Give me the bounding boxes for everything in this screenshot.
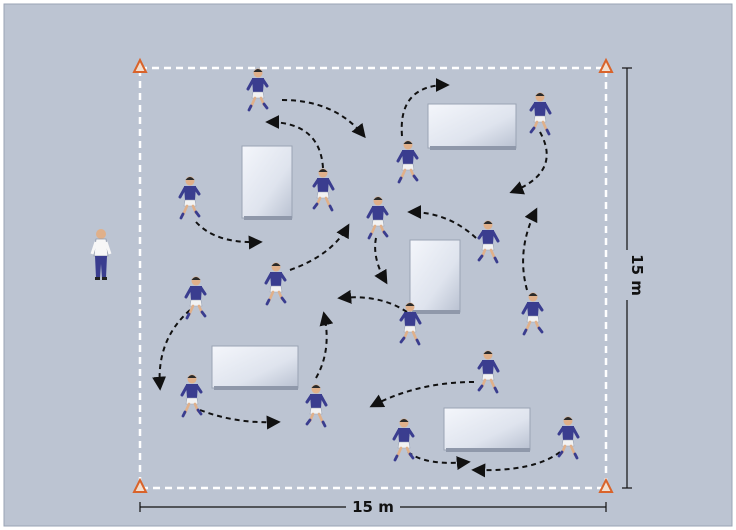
field-background <box>4 4 732 526</box>
player-icon <box>477 350 500 394</box>
movement-arrow-icon <box>407 205 477 239</box>
movement-arrow-icon <box>509 131 548 195</box>
player-icon <box>529 92 552 136</box>
player-icon <box>557 416 580 460</box>
player-icon <box>178 176 201 220</box>
movement-arrow-icon <box>199 409 281 430</box>
movement-arrow-icon <box>265 115 324 169</box>
movement-arrow-icon <box>400 78 450 137</box>
width-dimension: 15 m <box>139 498 607 516</box>
player-icon <box>477 220 500 264</box>
player-icon <box>180 374 203 418</box>
player-icon <box>264 262 287 306</box>
tackle-shield-icon <box>427 103 517 150</box>
coach-icon <box>90 229 112 280</box>
player-icon <box>399 302 422 346</box>
player-icon <box>396 140 419 184</box>
tackle-shield-icon <box>443 407 531 452</box>
tackle-shield-icon <box>241 145 293 220</box>
movement-arrow-icon <box>315 311 334 379</box>
tackle-shield-icon <box>409 239 461 314</box>
movement-arrow-icon <box>195 221 263 250</box>
player-icon <box>184 276 207 320</box>
cone-icon <box>132 477 148 493</box>
cone-icon <box>598 57 614 73</box>
movement-arrow-icon <box>281 99 366 139</box>
movement-arrow-icon <box>374 237 388 285</box>
width-label: 15 m <box>352 498 394 516</box>
movement-arrow-icon <box>289 223 350 271</box>
cone-icon <box>132 57 148 73</box>
height-dimension: 15 m <box>622 67 646 489</box>
tackle-shield-icon <box>211 345 299 390</box>
movement-arrow-icon <box>369 381 475 408</box>
player-icon <box>246 68 269 112</box>
cone-icon <box>598 477 614 493</box>
figure-frame <box>3 3 733 527</box>
height-label: 15 m <box>628 254 646 296</box>
players-layer <box>178 68 580 462</box>
player-icon <box>305 384 328 428</box>
movement-arrow-icon <box>471 451 561 478</box>
player-icon <box>312 168 335 212</box>
player-icon <box>521 292 544 336</box>
movement-arrow-icon <box>522 207 538 291</box>
player-icon <box>392 418 415 462</box>
player-icon <box>366 196 389 240</box>
grid-boundary <box>138 66 608 490</box>
